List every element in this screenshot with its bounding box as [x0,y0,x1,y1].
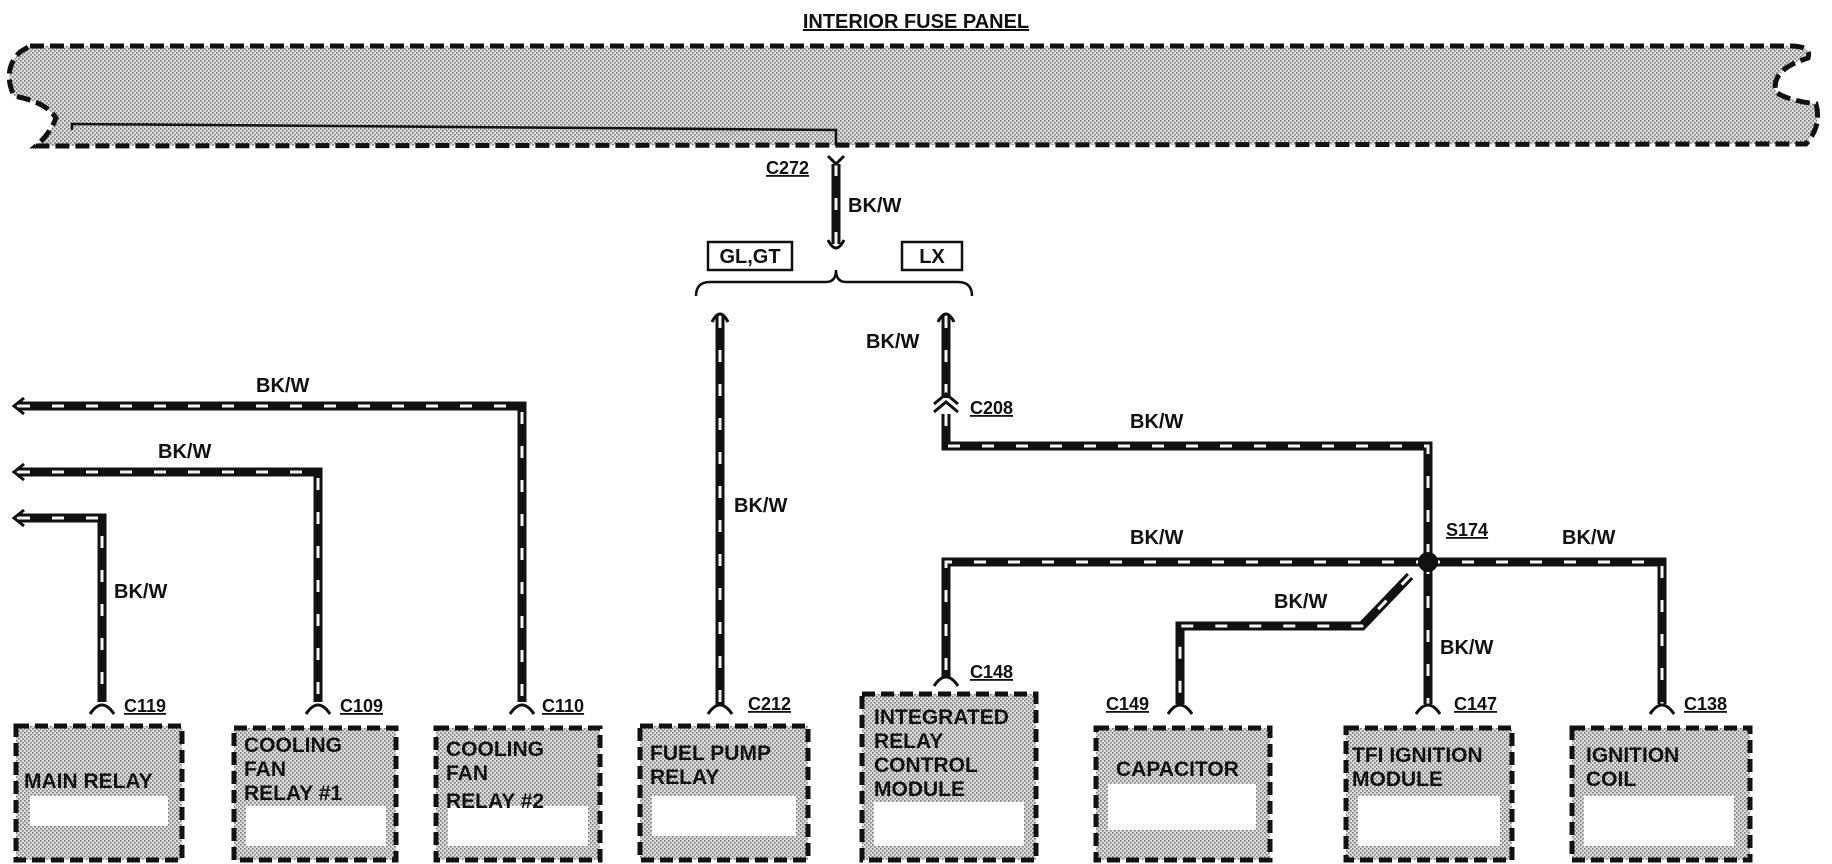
component-main-relay: MAIN RELAY [13,723,185,863]
component-ignition-coil: IGNITION COIL [1569,725,1753,863]
wire-label-fuel-pump: BK/W [734,495,787,517]
wire-s174-to-capacitor [1175,572,1414,704]
fuel-pump-relay-line-1: FUEL PUMP [650,742,771,765]
connector-c272: C272 [766,158,809,178]
cooling-fan-relay-2-line-3: RELAY #2 [446,790,544,813]
main-relay-label: MAIN RELAY [24,770,153,793]
connector-c119: C119 [124,696,166,716]
wire-s174-to-ircm [941,557,1428,678]
component-cooling-fan-relay-1: COOLING FAN RELAY #1 [231,725,399,863]
component-cooling-fan-relay-2: COOLING FAN RELAY #2 [433,725,603,863]
wire-label-fan-1: BK/W [158,441,211,463]
cooling-fan-relay-1-line-1: COOLING [244,734,342,757]
cooling-fan-relay-1-line-2: FAN [244,758,286,781]
wire-main-relay [18,513,107,702]
wire-label-ircm-run: BK/W [1130,527,1183,549]
connector-labels: C272 C208 S174 C119 C109 C110 C212 C148 … [124,158,1727,716]
tfi-ignition-module-line-2: MODULE [1352,768,1443,791]
wire-label-fan-2: BK/W [256,375,309,397]
wire-label-top-run: BK/W [1130,411,1183,433]
connector-c148: C148 [970,662,1013,682]
cooling-fan-relay-2-line-2: FAN [446,762,488,785]
wire-lx-to-s174 [941,316,1433,562]
tfi-ignition-module-line-1: TFI IGNITION [1352,744,1483,767]
wire-color-labels: BK/W BK/W BK/W BK/W BK/W BK/W BK/W BK/W … [114,195,1615,659]
ignition-coil-line-1: IGNITION [1586,744,1679,767]
option-bracket: GL,GT LX [694,240,974,297]
connector-c149: C149 [1106,694,1149,714]
connector-c138: C138 [1684,694,1727,714]
component-fuel-pump-relay: FUEL PUMP RELAY [637,723,811,863]
component-tfi-ignition-module: TFI IGNITION MODULE [1343,725,1515,863]
component-integrated-relay-control-module: INTEGRATED RELAY CONTROL MODULE [859,691,1039,863]
splice-s174: S174 [1446,520,1488,540]
connector-c147: C147 [1454,694,1497,714]
connector-c110: C110 [542,696,584,716]
cooling-fan-relay-2-line-1: COOLING [446,738,544,761]
c208-connector-mark [933,392,959,414]
wire-cooling-fan-relay-1 [18,467,323,702]
wire-label-capacitor-run: BK/W [1274,591,1327,613]
interior-fuse-panel [6,43,1821,149]
variant-label-glgt: GL,GT [719,246,780,268]
cooling-fan-relay-1-line-3: RELAY #1 [244,782,342,805]
splice-s174-dot [1418,552,1438,572]
wire-label-lx-drop: BK/W [866,331,919,353]
fuel-pump-relay-line-2: RELAY [650,766,719,789]
ircm-line-4: MODULE [874,778,965,801]
wire-cooling-fan-relay-2 [18,401,527,702]
variant-box-lx [900,240,964,272]
ignition-coil-line-2: COIL [1586,768,1636,791]
wire-label-main-relay: BK/W [114,581,167,603]
wire-label-c272: BK/W [848,195,901,217]
wire-label-tfi-drop: BK/W [1440,637,1493,659]
component-capacitor: CAPACITOR [1093,725,1273,863]
fuse-panel-bus-line [70,122,838,146]
capacitor-label: CAPACITOR [1116,758,1239,781]
ircm-line-3: CONTROL [874,754,978,777]
wire-s174-to-ignition-coil [1428,557,1667,704]
connector-c109: C109 [340,696,383,716]
connector-c208: C208 [970,398,1013,418]
connector-terminal-marks [88,675,1676,715]
wire-label-coil-run: BK/W [1562,527,1615,549]
variant-box-glgt [706,240,794,272]
variant-label-lx: LX [919,246,945,268]
connector-c212: C212 [748,694,791,714]
wires [18,164,1667,705]
wire-end-marks [11,154,956,528]
ircm-line-2: RELAY [874,730,943,753]
panel-title: INTERIOR FUSE PANEL [803,11,1029,33]
ircm-line-1: INTEGRATED [874,706,1009,729]
